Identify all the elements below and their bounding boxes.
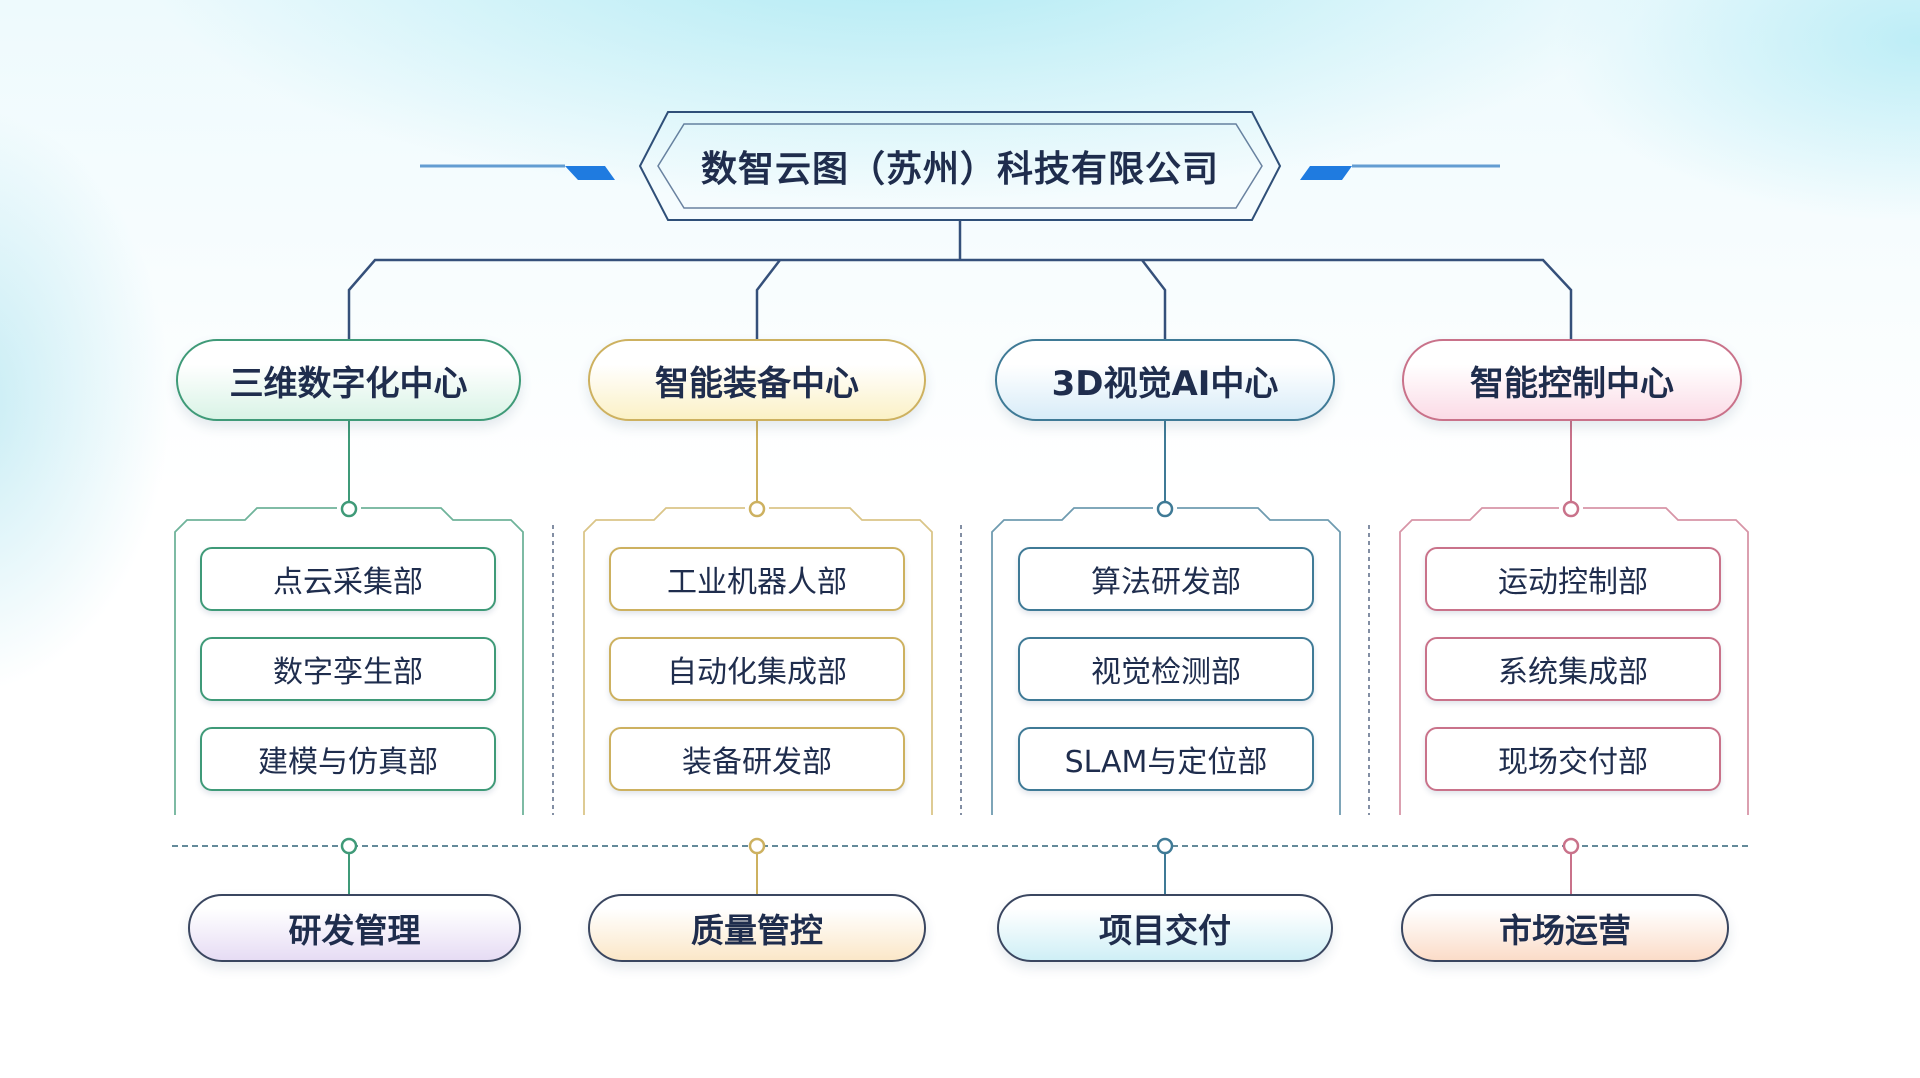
dept-modeling-simulation[interactable]: 建模与仿真部 <box>200 727 496 791</box>
company-title: 数智云图（苏州）科技有限公司 <box>700 149 1219 190</box>
separator-lines <box>552 525 1370 815</box>
function-link-node <box>1562 837 1580 855</box>
function-rd-management[interactable]: 研发管理 <box>188 894 521 962</box>
department-frame <box>583 507 933 815</box>
dept-industrial-robot[interactable]: 工业机器人部 <box>609 547 905 611</box>
center-links <box>340 421 1580 518</box>
center-3d-digitalization[interactable]: 三维数字化中心 <box>176 339 521 421</box>
department-frames <box>174 507 1749 815</box>
dept-slam-positioning[interactable]: SLAM与定位部 <box>1018 727 1314 791</box>
dept-visual-inspection[interactable]: 视觉检测部 <box>1018 637 1314 701</box>
center-link-node <box>1562 500 1580 518</box>
function-link-node <box>748 837 766 855</box>
tree-connectors <box>347 220 1573 339</box>
department-frame <box>174 507 524 815</box>
dept-point-cloud[interactable]: 点云采集部 <box>200 547 496 611</box>
dept-automation-integration[interactable]: 自动化集成部 <box>609 637 905 701</box>
function-links <box>340 837 1580 894</box>
function-quality-control[interactable]: 质量管控 <box>588 894 926 962</box>
center-smart-equipment[interactable]: 智能装备中心 <box>588 339 926 421</box>
center-link-node <box>748 500 766 518</box>
dept-onsite-delivery[interactable]: 现场交付部 <box>1425 727 1721 791</box>
dept-algorithm-rd[interactable]: 算法研发部 <box>1018 547 1314 611</box>
function-project-delivery[interactable]: 项目交付 <box>997 894 1333 962</box>
title-frame <box>638 111 1282 221</box>
center-smart-control[interactable]: 智能控制中心 <box>1402 339 1742 421</box>
dept-digital-twin[interactable]: 数字孪生部 <box>200 637 496 701</box>
department-frame <box>991 507 1341 815</box>
center-link-node <box>340 500 358 518</box>
center-3d-vision-ai[interactable]: 3D视觉AI中心 <box>995 339 1335 421</box>
function-link-node <box>1156 837 1174 855</box>
dept-system-integration[interactable]: 系统集成部 <box>1425 637 1721 701</box>
title-left-accent <box>420 164 615 180</box>
dept-motion-control[interactable]: 运动控制部 <box>1425 547 1721 611</box>
center-link-node <box>1156 500 1174 518</box>
department-frame <box>1399 507 1749 815</box>
function-link-node <box>340 837 358 855</box>
dept-equipment-rd[interactable]: 装备研发部 <box>609 727 905 791</box>
function-marketing-operations[interactable]: 市场运营 <box>1401 894 1729 962</box>
title-right-accent <box>1300 164 1500 180</box>
